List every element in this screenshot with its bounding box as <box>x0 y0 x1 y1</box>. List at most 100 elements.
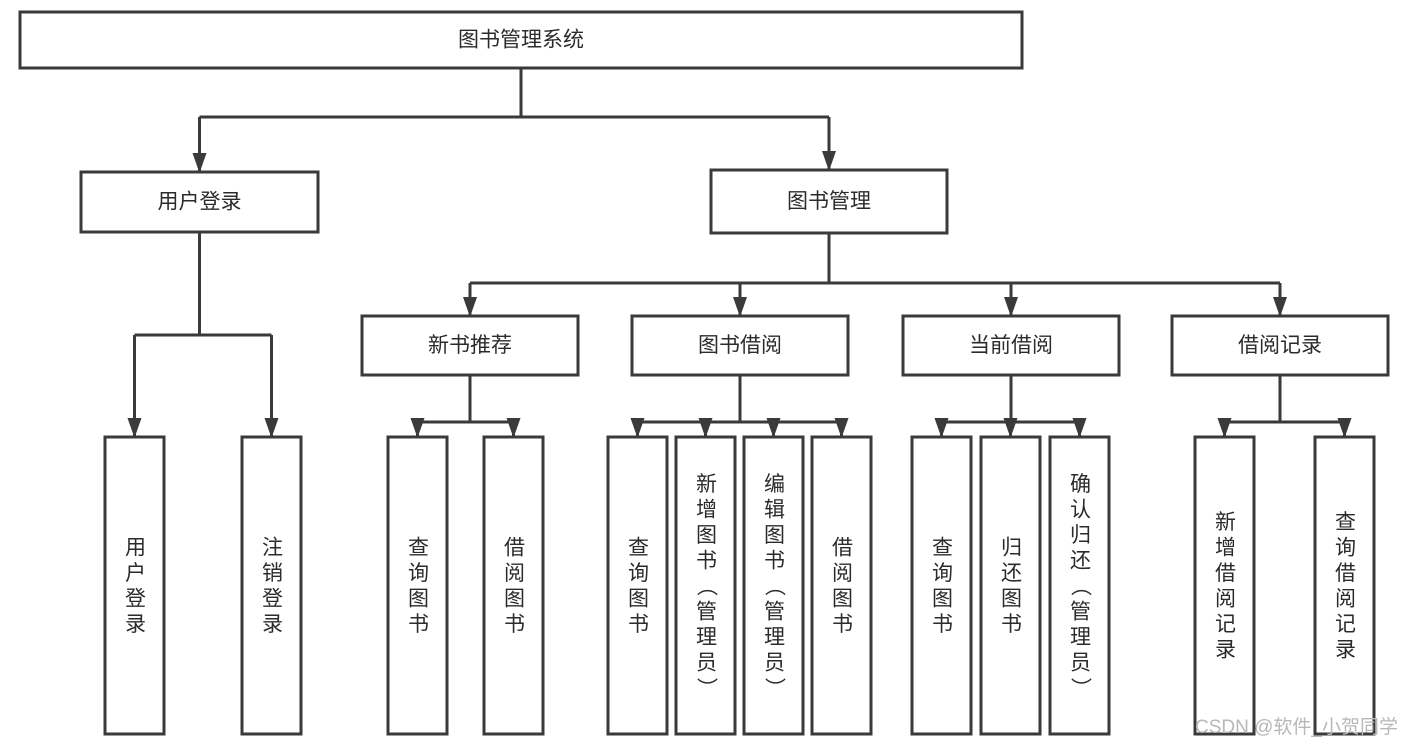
node-leaf-query-book-2[interactable]: 查询图书查询图书 <box>606 435 669 736</box>
node-box[interactable] <box>709 168 949 235</box>
node-box[interactable] <box>103 435 166 736</box>
node-label-char: 登 <box>125 588 146 611</box>
node-label-char: 查 <box>1335 511 1356 534</box>
node-box[interactable] <box>910 435 973 736</box>
node-leaf-query-book-3[interactable]: 查询图书查询图书 <box>910 435 973 736</box>
node-box[interactable] <box>79 170 320 234</box>
node-box[interactable] <box>979 435 1042 736</box>
node-label-char: 员 <box>1070 651 1091 674</box>
node-leaf-logout[interactable]: 注销登录注销登录 <box>240 435 303 736</box>
node-leaf-query-book-1[interactable]: 查询图书查询图书 <box>386 435 449 736</box>
node-label-char: 阅 <box>1335 588 1356 611</box>
node-label-char: 借 <box>1335 562 1356 585</box>
node-layer: 图书管理系统用户登录图书管理新书推荐图书借阅当前借阅借阅记录用户登录用户登录注销… <box>18 10 1390 736</box>
node-label-char: 用 <box>125 537 146 560</box>
node-label-char: 管 <box>764 600 785 623</box>
node-label-char: 录 <box>1215 639 1236 662</box>
edge-arrowhead <box>1072 418 1087 438</box>
node-label-char: 登 <box>262 588 283 611</box>
node-label-char: 图 <box>408 588 429 611</box>
edge-arrowhead <box>192 153 207 173</box>
node-label-char: 户 <box>125 562 146 585</box>
edge-arrowhead <box>934 418 949 438</box>
edge-arrowhead <box>733 297 747 317</box>
edge-arrowhead <box>1004 297 1018 317</box>
node-leaf-borrow-book-2[interactable]: 借阅图书借阅图书 <box>810 435 873 736</box>
node-book-borrow[interactable]: 图书借阅 <box>630 314 850 377</box>
node-label: 借阅记录 <box>1238 334 1322 357</box>
node-new-book-rec[interactable]: 新书推荐 <box>360 314 580 377</box>
node-label-char: 图 <box>628 588 649 611</box>
edge-arrowhead <box>630 418 645 438</box>
node-box[interactable] <box>674 435 737 736</box>
node-label-char: 确 <box>1070 473 1091 496</box>
node-box[interactable] <box>1193 435 1256 736</box>
node-label: 图书管理 <box>787 190 871 213</box>
node-label-char: 书 <box>628 613 649 636</box>
node-box[interactable] <box>810 435 873 736</box>
node-label-char: （ <box>1069 575 1092 596</box>
node-label-char: 录 <box>262 613 283 636</box>
node-box[interactable] <box>606 435 669 736</box>
node-label-char: 员 <box>696 651 717 674</box>
node-label-char: 编 <box>764 473 785 496</box>
edge-arrowhead <box>822 151 836 171</box>
node-leaf-return-book[interactable]: 归还图书归还图书 <box>979 435 1042 736</box>
node-box[interactable] <box>1048 435 1111 736</box>
node-box[interactable] <box>630 314 850 377</box>
node-book-manage[interactable]: 图书管理 <box>709 168 949 235</box>
node-box[interactable] <box>1313 435 1376 736</box>
node-label-char: 阅 <box>504 562 525 585</box>
node-label-char: 书 <box>932 613 953 636</box>
node-label-char: 增 <box>1215 537 1236 560</box>
node-label-char: 辑 <box>764 498 785 521</box>
node-leaf-borrow-book-1[interactable]: 借阅图书借阅图书 <box>482 435 545 736</box>
node-box[interactable] <box>360 314 580 377</box>
node-leaf-user-login[interactable]: 用户登录用户登录 <box>103 435 166 736</box>
node-label-char: 询 <box>1335 537 1356 560</box>
node-label-char: 图 <box>832 588 853 611</box>
node-box[interactable] <box>18 10 1024 70</box>
node-label-char: 书 <box>504 613 525 636</box>
node-label-char: 图 <box>504 588 525 611</box>
node-root[interactable]: 图书管理系统 <box>18 10 1024 70</box>
node-label-char: 管 <box>696 600 717 623</box>
edge-arrowhead <box>506 418 521 438</box>
node-label-char: 询 <box>628 562 649 585</box>
node-label-char: 借 <box>504 537 525 560</box>
node-box[interactable] <box>386 435 449 736</box>
node-label-char: 询 <box>408 562 429 585</box>
node-label-char: 新 <box>696 473 717 496</box>
edge-arrowhead <box>127 418 142 438</box>
node-label-char: 书 <box>832 613 853 636</box>
node-label-char: 图 <box>764 524 785 547</box>
node-box[interactable] <box>742 435 805 736</box>
node-label-char: ） <box>1069 677 1092 698</box>
node-leaf-add-record[interactable]: 新增借阅记录新增借阅记录 <box>1193 435 1256 736</box>
node-label-char: 归 <box>1001 537 1022 560</box>
node-box[interactable] <box>1170 314 1390 377</box>
node-user-login[interactable]: 用户登录 <box>79 170 320 234</box>
node-label-char: 图 <box>932 588 953 611</box>
edge-arrowhead <box>1003 418 1018 438</box>
node-box[interactable] <box>240 435 303 736</box>
edge-arrowhead <box>766 418 781 438</box>
node-label-char: 书 <box>408 613 429 636</box>
node-leaf-query-record[interactable]: 查询借阅记录查询借阅记录 <box>1313 435 1376 736</box>
edge-arrowhead <box>264 418 279 438</box>
node-label-char: 新 <box>1215 511 1236 534</box>
edge-arrowhead <box>834 418 849 438</box>
node-label-char: 管 <box>1070 600 1091 623</box>
node-current-borrow[interactable]: 当前借阅 <box>901 314 1121 377</box>
node-label: 新书推荐 <box>428 334 512 357</box>
node-label-char: 书 <box>764 549 785 572</box>
node-borrow-record[interactable]: 借阅记录 <box>1170 314 1390 377</box>
node-label-char: 记 <box>1215 613 1236 636</box>
node-box[interactable] <box>901 314 1121 377</box>
node-box[interactable] <box>482 435 545 736</box>
node-label-char: 还 <box>1001 562 1022 585</box>
